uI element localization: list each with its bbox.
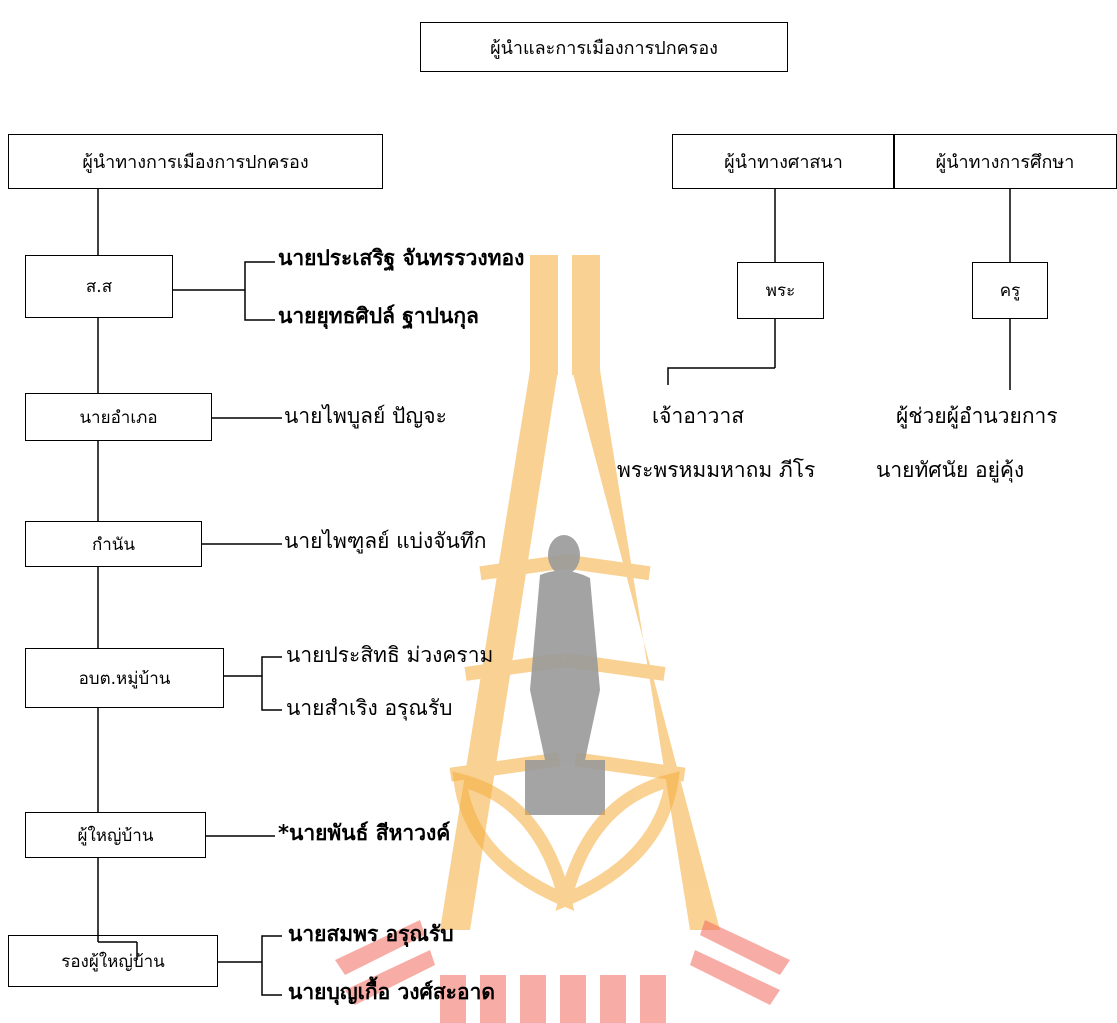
education-role: ผู้ช่วยผู้อำนวยการ xyxy=(896,404,1058,428)
mp-person-2: นายยุทธศิปล์ ฐาปนกุล xyxy=(278,304,479,328)
assistant-headman-person-1: นายสมพร อรุณรับ xyxy=(288,922,454,946)
education-person: นายทัศนัย อยู่คุ้ง xyxy=(876,458,1025,482)
political-leaders-header: ผู้นำทางการเมืองการปกครอง xyxy=(8,134,383,189)
education-leaders-header: ผู้นำทางการศึกษา xyxy=(893,134,1117,189)
village-headman-person: *นายพันธ์ สีหาวงค์ xyxy=(278,821,451,845)
religious-role: เจ้าอาวาส xyxy=(652,404,745,428)
monk-box: พระ xyxy=(737,262,824,319)
level-box-sao-village: อบต.หมู่บ้าน xyxy=(25,648,224,708)
diagram-title: ผู้นำและการเมืองการปกครอง xyxy=(420,22,788,72)
sao-person-1: นายประสิทธิ ม่วงคราม xyxy=(286,643,494,667)
sao-person-2: นายสำเริง อรุณรับ xyxy=(286,696,453,720)
subdistrict-head-person: นายไพฑูลย์ แบ่งจันทึก xyxy=(284,529,487,553)
mp-person-1: นายประเสริฐ จันทรรวงทอง xyxy=(278,246,525,270)
level-box-subdistrict-head: กำนัน xyxy=(25,521,202,567)
religious-leaders-header: ผู้นำทางศาสนา xyxy=(672,134,895,189)
assistant-headman-person-2: นายบุญเกื้อ วงศ์สะอาด xyxy=(288,980,496,1004)
teacher-box: ครู xyxy=(972,262,1048,319)
level-box-assistant-headman: รองผู้ใหญ่บ้าน xyxy=(8,935,218,987)
district-chief-person: นายไพบูลย์ ปัญจะ xyxy=(284,404,447,428)
level-box-mp: ส.ส xyxy=(25,255,173,318)
religious-person: พระพรหมมหาถม ภีโร xyxy=(617,458,816,482)
level-box-village-headman: ผู้ใหญ่บ้าน xyxy=(25,812,206,858)
level-box-district-chief: นายอำเภอ xyxy=(25,393,212,441)
